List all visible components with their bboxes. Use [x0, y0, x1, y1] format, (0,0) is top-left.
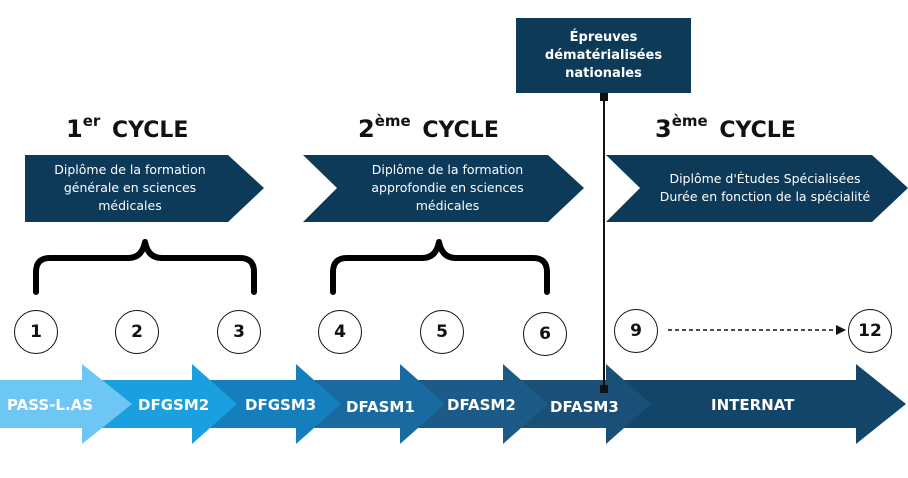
stage-arrow-dfasm3 — [505, 364, 651, 444]
step-circle-3: 3 — [217, 310, 261, 354]
cycle-3-number: 3 — [655, 115, 672, 143]
cycle-2-number: 2 — [358, 115, 375, 143]
stage-label-internat: INTERNAT — [711, 396, 795, 414]
cycle-2-superscript: ème — [374, 112, 411, 130]
exam-box: Épreuves dématérialisées nationales — [516, 18, 691, 93]
cycle-2-diploma-line-1: Diplôme de la formation — [371, 162, 524, 177]
brace-cycle-1 — [33, 239, 257, 295]
cycle-1-title: 1er CYCLE — [66, 112, 188, 143]
stage-label-dfasm3: DFASM3 — [550, 398, 619, 416]
cycle-3-box-shape — [606, 155, 908, 222]
step-circle-4: 4 — [318, 310, 362, 354]
cycle-3-title: 3ème CYCLE — [655, 112, 796, 143]
cycle-2-title: 2ème CYCLE — [358, 112, 499, 143]
cycle-2-box-shape — [303, 155, 584, 222]
step-circle-6: 6 — [523, 312, 567, 356]
cycle-1-diploma-line-1: Diplôme de la formation — [54, 162, 206, 177]
cycle-1-diploma: Diplôme de la formation générale en scie… — [25, 161, 235, 215]
cycle-3-superscript: ème — [671, 112, 708, 130]
step-circle-1: 1 — [14, 310, 58, 354]
cycle-3-word: CYCLE — [719, 118, 796, 143]
dashed-arrow-head — [836, 325, 846, 335]
exam-line-2: dématérialisées — [544, 47, 663, 63]
cycle-1-box-shape — [25, 155, 264, 222]
stage-label-dfasm1: DFASM1 — [346, 398, 415, 416]
exam-line-top-marker — [600, 93, 608, 101]
cycle-3-diploma: Diplôme d'Études Spécialisées Durée en f… — [640, 170, 890, 206]
step-circle-5: 5 — [420, 310, 464, 354]
cycle-1-number: 1 — [66, 115, 83, 143]
stage-arrow-dfgsm3 — [196, 364, 341, 444]
stage-arrow-dfasm2 — [402, 364, 548, 444]
cycle-2-diploma-line-2: approfondie en sciences — [371, 180, 524, 195]
exam-line-3: nationales — [565, 65, 642, 81]
stage-label-dfasm2: DFASM2 — [447, 396, 516, 414]
exam-line-bottom-marker — [600, 385, 608, 393]
cycle-2-word: CYCLE — [422, 118, 499, 143]
exam-line-1: Épreuves — [569, 29, 638, 45]
cycle-3-diploma-line-2: Durée en fonction de la spécialité — [659, 189, 871, 204]
step-circle-2: 2 — [115, 310, 159, 354]
cycle-1-word: CYCLE — [111, 118, 189, 143]
cycle-2-diploma-line-3: médicales — [415, 198, 480, 213]
cycle-1-diploma-line-3: médicales — [98, 198, 162, 213]
cycle-2-diploma: Diplôme de la formation approfondie en s… — [340, 161, 555, 215]
step-circle-12: 12 — [848, 309, 892, 353]
step-circle-9: 9 — [614, 309, 658, 353]
stage-label-pass-las: PASS-L.AS — [7, 396, 94, 414]
stage-label-dfgsm3: DFGSM3 — [245, 396, 317, 414]
cycle-1-diploma-line-2: générale en sciences — [63, 180, 197, 195]
cycle-3-diploma-line-1: Diplôme d'Études Spécialisées — [669, 171, 861, 186]
stage-label-dfgsm2: DFGSM2 — [138, 396, 210, 414]
cycle-1-superscript: er — [82, 112, 101, 130]
stage-arrow-dfgsm2 — [92, 364, 237, 444]
brace-cycle-2 — [330, 239, 550, 295]
stage-arrow-dfasm1 — [300, 364, 445, 444]
stage-arrows — [0, 364, 906, 444]
stage-arrow-internat — [600, 364, 906, 444]
stage-arrow-pass-las — [0, 364, 132, 444]
